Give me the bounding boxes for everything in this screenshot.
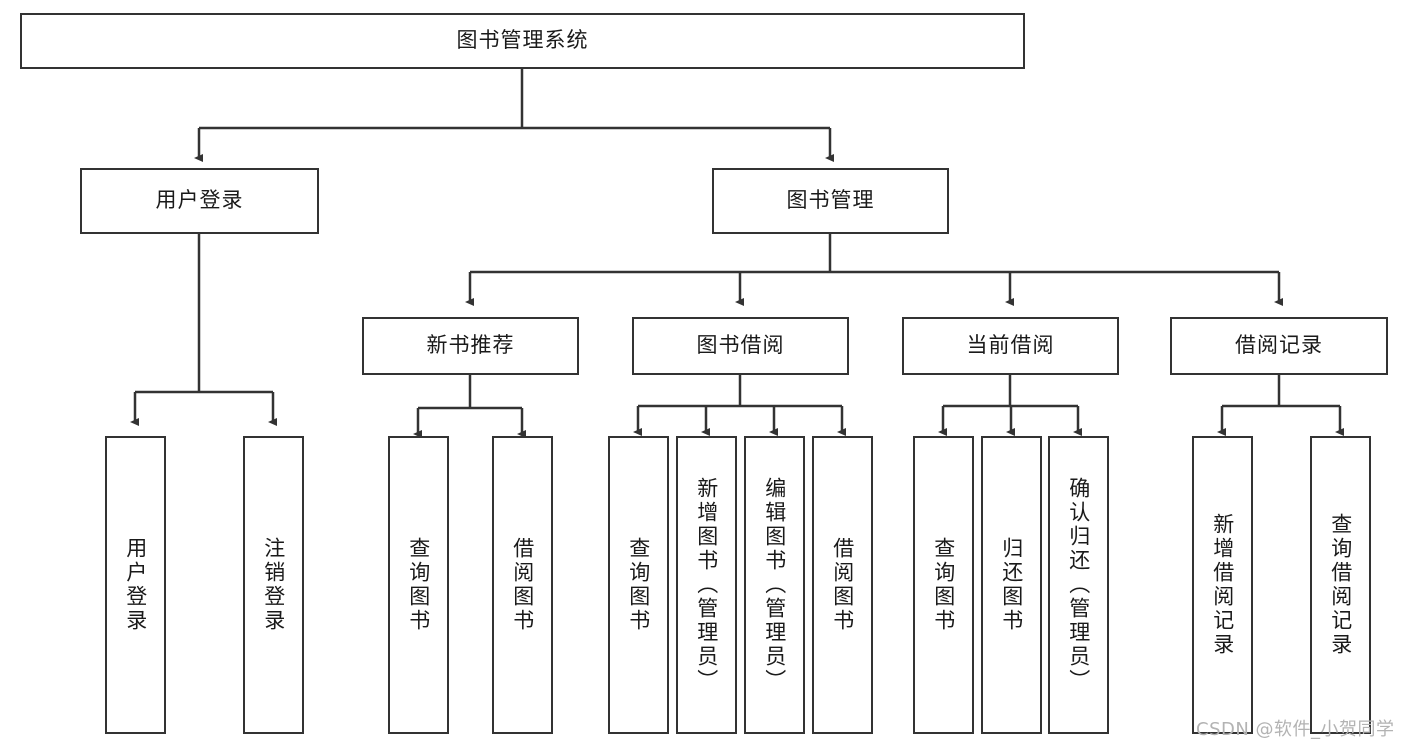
node-label: 查询图书 (626, 537, 651, 633)
node-label: 借阅记录 (1235, 333, 1323, 358)
node-label: 查询图书 (931, 537, 956, 633)
node-label: 新增借阅记录 (1210, 513, 1235, 657)
node-label: 归还图书 (999, 537, 1024, 633)
node-label: 查询图书 (406, 537, 431, 633)
node-label: 借阅图书 (510, 537, 535, 633)
leaf-new-book-borrow-book[interactable]: 借阅图书 (492, 436, 553, 734)
node-book-borrow[interactable]: 图书借阅 (632, 317, 849, 375)
node-label: 图书管理 (786, 188, 875, 213)
leaf-current-borrow-query-book[interactable]: 查询图书 (913, 436, 974, 734)
node-new-book-recommend[interactable]: 新书推荐 (362, 317, 579, 375)
node-label: 用户登录 (155, 188, 244, 213)
leaf-borrow-record-query-record[interactable]: 查询借阅记录 (1310, 436, 1371, 734)
node-label: 新增图书（管理员） (694, 477, 719, 693)
node-label: 编辑图书（管理员） (762, 477, 787, 693)
node-borrow-record[interactable]: 借阅记录 (1170, 317, 1388, 375)
node-book-management[interactable]: 图书管理 (712, 168, 949, 234)
leaf-current-borrow-confirm-return-admin[interactable]: 确认归还（管理员） (1048, 436, 1109, 734)
node-label: 图书管理系统 (456, 28, 589, 53)
node-user-login[interactable]: 用户登录 (80, 168, 319, 234)
csdn-watermark: CSDN @软件_小贺同学 (1196, 719, 1395, 740)
leaf-book-borrow-add-book-admin[interactable]: 新增图书（管理员） (676, 436, 737, 734)
node-label: 借阅图书 (830, 537, 855, 633)
node-root-book-management-system[interactable]: 图书管理系统 (20, 13, 1025, 69)
leaf-new-book-query-book[interactable]: 查询图书 (388, 436, 449, 734)
leaf-user-login-login[interactable]: 用户登录 (105, 436, 166, 734)
node-current-borrow[interactable]: 当前借阅 (902, 317, 1119, 375)
node-label: 注销登录 (261, 537, 286, 633)
node-label: 用户登录 (123, 537, 148, 633)
leaf-borrow-record-add-record[interactable]: 新增借阅记录 (1192, 436, 1253, 734)
node-label: 确认归还（管理员） (1066, 477, 1091, 693)
leaf-user-login-logout[interactable]: 注销登录 (243, 436, 304, 734)
leaf-book-borrow-borrow-book[interactable]: 借阅图书 (812, 436, 873, 734)
leaf-book-borrow-edit-book-admin[interactable]: 编辑图书（管理员） (744, 436, 805, 734)
node-label: 查询借阅记录 (1328, 513, 1353, 657)
node-label: 图书借阅 (696, 333, 785, 358)
leaf-current-borrow-return-book[interactable]: 归还图书 (981, 436, 1042, 734)
node-label: 当前借阅 (966, 333, 1055, 358)
leaf-book-borrow-query-book[interactable]: 查询图书 (608, 436, 669, 734)
node-label: 新书推荐 (426, 333, 515, 358)
